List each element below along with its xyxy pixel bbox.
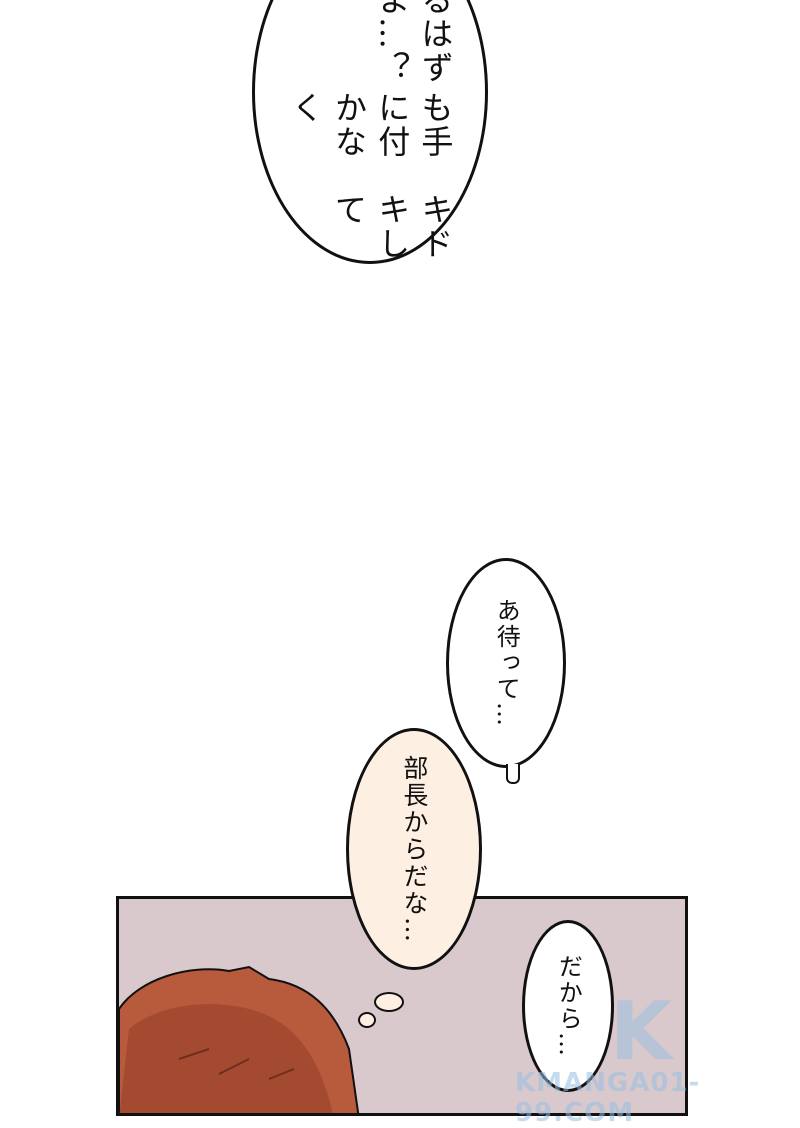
speech-bubble-tail [506,764,520,784]
speech-bubble-dakara: だから… [522,920,614,1092]
speech-line-2: も手に付かなく [286,91,455,159]
speech-text-top: キドキして も手に付かなく るはずよ…？ [284,0,457,261]
watermark-text: KMANGA01-99.COM [515,1068,701,1128]
thought-dot-small [358,1012,376,1028]
watermark-logo: K [610,985,672,1078]
speech-text-wait: あ待って… [492,598,521,728]
thought-bubble: 部長からだな… [346,728,482,970]
speech-bubble-wait: あ待って… [446,558,566,768]
character-hair [119,965,360,1113]
speech-line-1: キドキして [330,192,455,261]
speech-line-3: るはずよ…？ [373,0,455,85]
speech-text-dakara: だから… [554,954,583,1058]
thought-dot-large [374,992,404,1012]
thought-text: 部長からだな… [399,754,429,944]
speech-bubble-top: キドキして も手に付かなく るはずよ…？ [252,0,488,264]
